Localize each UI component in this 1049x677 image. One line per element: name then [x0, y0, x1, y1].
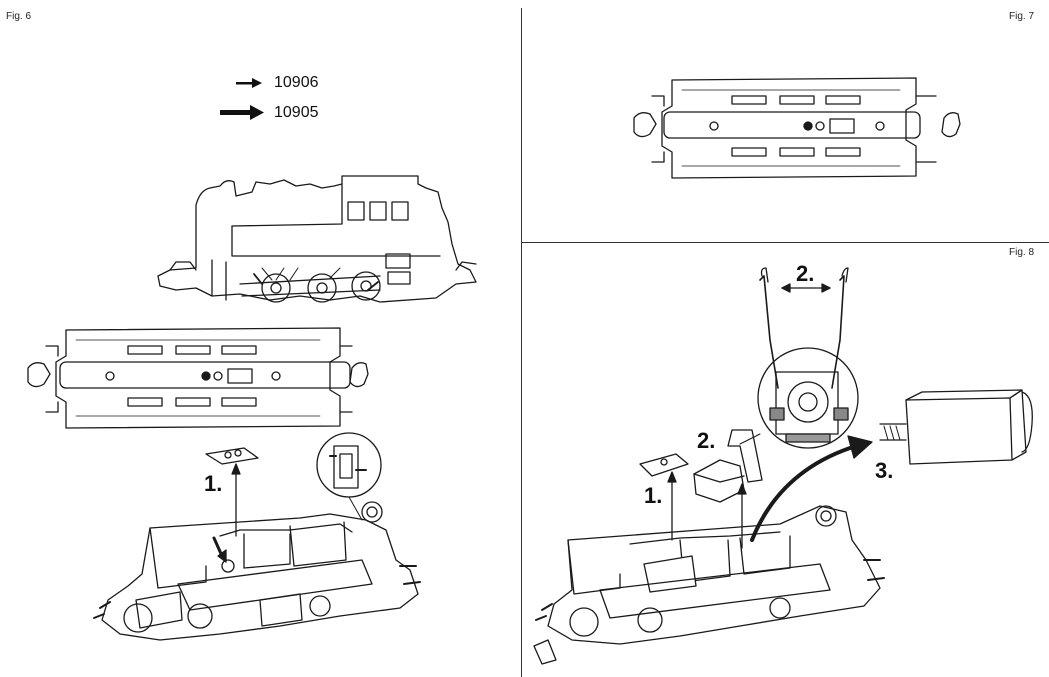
fig-6-label: Fig. 6: [6, 11, 32, 22]
legend-code-bold: 10905: [274, 104, 319, 121]
motor-removal-fig8: [533, 267, 1033, 665]
fig6-step-1-label: 1.: [204, 471, 223, 496]
fig8-step-3-label: 3.: [875, 458, 894, 483]
fig8-step-2-tools-label: 2.: [796, 261, 815, 286]
bold-arrow-icon: [220, 105, 264, 120]
loco-motor-assembly-fig6: [93, 432, 421, 641]
loco-underside-view-fig7: [633, 77, 961, 179]
loco-underside-view-fig6: [27, 327, 369, 429]
thin-arrow-icon: [236, 78, 262, 88]
horizontal-divider: [521, 242, 1049, 243]
fig8-step-1-label: 1.: [644, 483, 663, 508]
fig8-step-2-clip-label: 2.: [697, 428, 716, 453]
vertical-divider: [521, 8, 522, 677]
legend-code-thin: 10906: [274, 74, 319, 91]
loco-side-view: [157, 175, 477, 303]
fig-7-label: Fig. 7: [1009, 11, 1035, 22]
fig-8-label: Fig. 8: [1009, 247, 1035, 258]
